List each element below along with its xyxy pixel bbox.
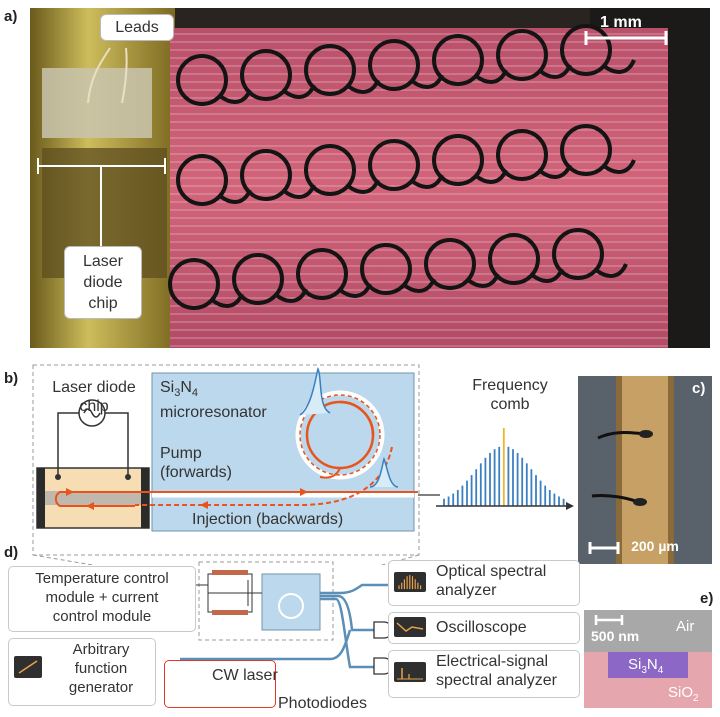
ring-resonator: [552, 228, 604, 280]
photodiodes-label: Photodiodes: [278, 695, 367, 712]
ring-resonator: [488, 233, 540, 285]
ring-resonator: [240, 149, 292, 201]
osa-line-1: Optical spectral: [436, 563, 547, 580]
ring-resonator: [368, 139, 420, 191]
pump-line-2: (forwards): [160, 464, 233, 481]
setup-d: [174, 561, 408, 693]
chip-label-line-1: Laser: [82, 253, 124, 270]
scale-bar-label-500nm: 500 nm: [591, 628, 640, 644]
oscilloscope-icon: [394, 617, 426, 637]
comb-line-2: comb: [490, 396, 530, 413]
ring-resonator: [168, 258, 220, 310]
esa-label: Electrical-signal spectral analyzer: [436, 652, 557, 690]
n-text: N: [180, 379, 192, 396]
core-sub-4: 4: [657, 665, 664, 676]
core-si: Si: [628, 656, 642, 673]
ring-resonator: [560, 24, 612, 76]
schematic-b: [32, 364, 574, 565]
injection-label: Injection (backwards): [192, 511, 344, 528]
afg-line-3: generator: [68, 679, 134, 696]
cw-laser-box: [164, 660, 276, 708]
ring-resonator: [296, 248, 348, 300]
pump-label: Pump (forwards): [160, 444, 232, 482]
panel-label-c: c): [692, 380, 706, 397]
temp-line-2: module + current: [45, 589, 159, 606]
pump-line-1: Pump: [160, 445, 202, 462]
panel-label-e: e): [700, 590, 714, 607]
ring-bus-tail: [594, 263, 628, 279]
temp-line-3: control module: [52, 608, 152, 625]
temp-line-1: Temperature control: [35, 570, 169, 587]
osa-line-2: analyzer: [436, 582, 497, 599]
frequency-comb-label: Frequency comb: [460, 376, 560, 414]
si-text: Si: [160, 379, 175, 396]
cladding-sub-2: 2: [693, 693, 699, 704]
ring-resonator: [560, 124, 612, 176]
oscilloscope-label: Oscilloscope: [436, 619, 527, 636]
microresonator-text: microresonator: [160, 404, 267, 422]
cross-section-e: [584, 610, 712, 708]
cladding-sio: SiO: [668, 684, 694, 701]
scale-bar-label-1mm: 1 mm: [600, 14, 642, 31]
sub-4: 4: [191, 387, 199, 400]
esa-line-2: spectral analyzer: [436, 672, 557, 689]
ring-resonator: [424, 238, 476, 290]
leads-callout: Leads: [100, 14, 174, 41]
electrical-spectrum-icon: [394, 662, 426, 682]
ring-resonator: [432, 134, 484, 186]
osa-label: Optical spectral analyzer: [436, 562, 546, 600]
chip-label-line-2: diode: [83, 274, 123, 291]
panel-label-b: b): [4, 370, 19, 387]
core-label: Si3N4: [628, 656, 663, 676]
laser-diode-line-2: chip: [79, 398, 109, 415]
panel-label-d: d): [4, 544, 19, 561]
ring-resonator: [240, 49, 292, 101]
device-photo-c: [578, 376, 712, 564]
ring-bus-tail: [602, 159, 636, 175]
ring-resonator: [232, 253, 284, 305]
laser-diode-line-1: Laser diode: [52, 379, 136, 396]
sub-3: 3: [174, 387, 181, 400]
core-sub-3: 3: [641, 665, 647, 676]
panel-label-a: a): [4, 8, 18, 25]
core-n: N: [646, 656, 658, 673]
esa-line-1: Electrical-signal: [436, 653, 549, 670]
temperature-control-label: Temperature control module + current con…: [14, 569, 190, 626]
cw-laser-label: CW laser: [212, 667, 278, 684]
ring-resonator: [496, 129, 548, 181]
afg-line-1: Arbitrary: [72, 641, 130, 658]
ring-resonator: [496, 29, 548, 81]
optical-spectrum-icon: [394, 572, 426, 592]
comb-line-1: Frequency: [472, 377, 548, 394]
afg-label: Arbitrary function generator: [52, 640, 150, 697]
laser-diode-chip-label: Laser diode chip: [44, 378, 144, 416]
function-generator-icon: [14, 656, 42, 678]
ring-resonator: [176, 54, 228, 106]
ring-resonator: [176, 154, 228, 206]
air-label: Air: [676, 618, 695, 635]
ring-resonator: [368, 39, 420, 91]
laser-diode-chip-callout: Laser diode chip: [64, 246, 142, 319]
scale-bar-label-200um: 200 µm: [631, 538, 679, 554]
ring-resonator: [360, 243, 412, 295]
chip-label-line-3: chip: [88, 295, 118, 312]
ring-resonator: [304, 144, 356, 196]
resonator-label: Si3N4 microresonator: [160, 378, 267, 422]
afg-line-2: function: [74, 660, 128, 677]
ring-resonator: [304, 44, 356, 96]
cladding-label: SiO2: [668, 684, 699, 704]
temperature-control-module: [8, 566, 196, 632]
ring-resonator: [432, 34, 484, 86]
ring-bus-tail: [602, 59, 636, 75]
